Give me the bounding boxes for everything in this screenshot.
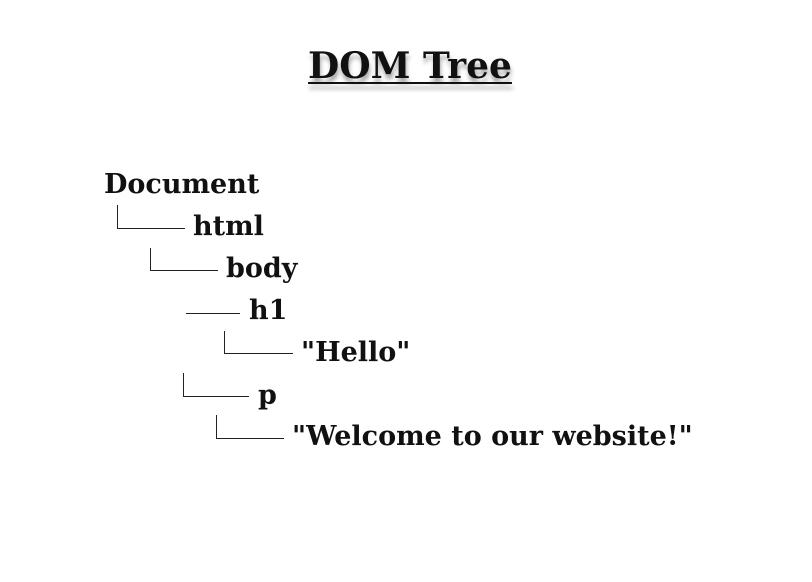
connector-body-p	[183, 373, 249, 397]
node-body: body	[226, 253, 298, 284]
node-html: html	[193, 211, 264, 242]
connector-h1-text	[224, 331, 293, 354]
diagram-title: DOM Tree	[308, 45, 512, 87]
node-document: Document	[104, 169, 260, 200]
node-p-text: "Welcome to our website!"	[292, 421, 693, 452]
connector-body-h1	[186, 305, 240, 314]
connector-html-body	[150, 248, 218, 271]
connector-p-text	[216, 415, 284, 439]
connector-document-html	[117, 205, 185, 229]
node-p: p	[258, 380, 277, 411]
node-h1: h1	[249, 295, 288, 326]
node-h1-text: "Hello"	[301, 337, 411, 368]
